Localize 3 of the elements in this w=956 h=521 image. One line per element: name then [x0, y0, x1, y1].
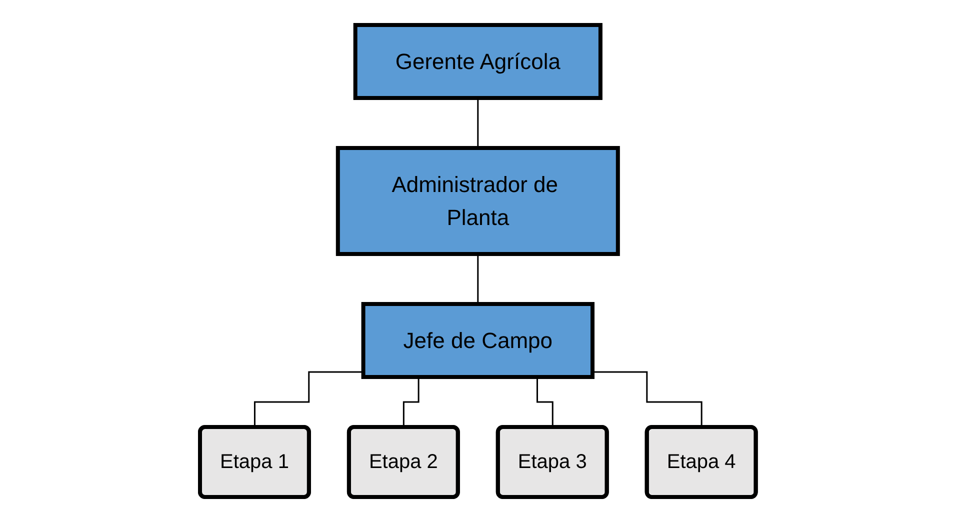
node-box: Gerente Agrícola [353, 22, 603, 100]
node-box: Administrador de Planta [336, 146, 620, 256]
node-box: Jefe de Campo [361, 302, 595, 378]
